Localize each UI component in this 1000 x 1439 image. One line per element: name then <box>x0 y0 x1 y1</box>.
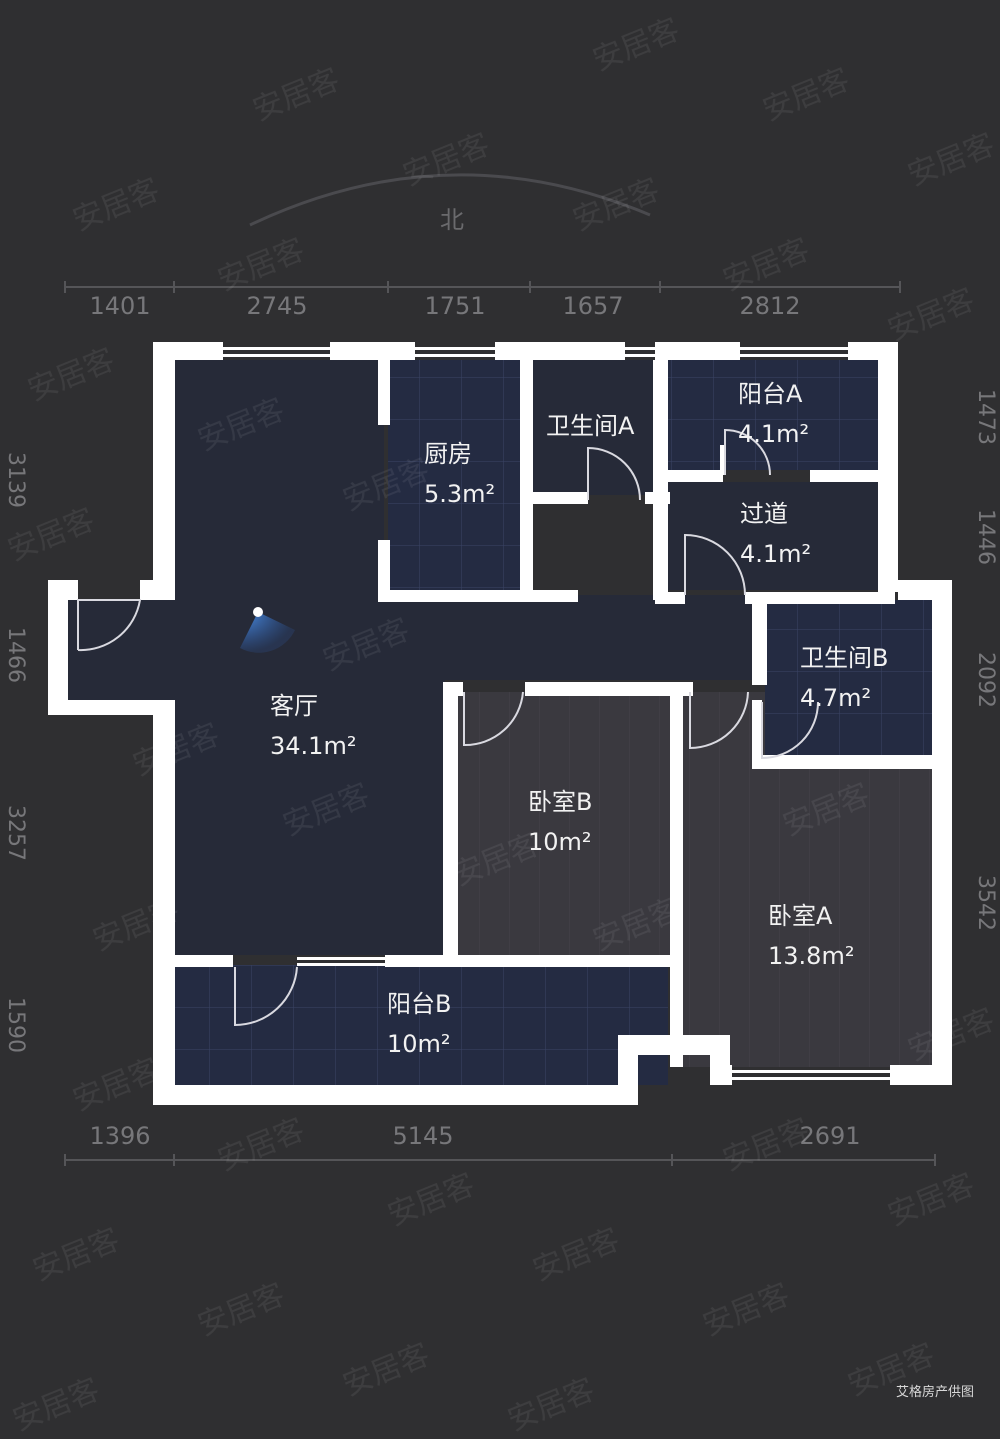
dim-left-1: 3139 <box>3 452 28 508</box>
room-corridor-area: 4.1m² <box>740 540 812 568</box>
dim-right-1: 1473 <box>973 389 998 445</box>
room-balcony-b: 阳台B 10m² <box>387 984 451 1064</box>
dim-bottom-1: 1396 <box>89 1122 151 1150</box>
compass-arc <box>249 173 651 227</box>
dim-bottom-3: 2691 <box>799 1122 861 1150</box>
room-corridor-name: 过道 <box>740 500 788 528</box>
compass-north-label: 北 <box>440 206 464 234</box>
dim-right-3: 2092 <box>973 652 998 708</box>
room-balcony-b-name: 阳台B <box>387 990 452 1018</box>
room-living-name: 客厅 <box>270 692 318 720</box>
room-bedroom-b-area: 10m² <box>528 828 592 856</box>
room-living: 客厅 34.1m² <box>270 686 356 766</box>
dimension-lines <box>64 281 936 1166</box>
room-floors <box>65 360 933 1085</box>
room-bath-b-name: 卫生间B <box>800 644 889 672</box>
room-balcony-a-area: 4.1m² <box>738 420 810 448</box>
room-balcony-a: 阳台A 4.1m² <box>738 374 809 454</box>
room-bedroom-a-area: 13.8m² <box>768 942 855 970</box>
room-corridor: 过道 4.1m² <box>740 494 811 574</box>
dim-right-2: 1446 <box>973 509 998 565</box>
dim-top-1: 1401 <box>89 292 151 320</box>
dim-right-4: 3542 <box>973 875 998 931</box>
room-bath-b: 卫生间B 4.7m² <box>800 638 888 718</box>
room-bath-b-area: 4.7m² <box>800 684 872 712</box>
dim-top-4: 1657 <box>562 292 624 320</box>
walls <box>48 342 952 1105</box>
room-bedroom-b-name: 卧室B <box>528 788 593 816</box>
room-balcony-a-name: 阳台A <box>738 380 803 408</box>
room-bedroom-a: 卧室A 13.8m² <box>768 896 854 976</box>
dim-top-5: 2812 <box>739 292 801 320</box>
dim-bottom-2: 5145 <box>392 1122 454 1150</box>
room-bedroom-b: 卧室B 10m² <box>528 782 592 862</box>
room-bath-a: 卫生间A <box>546 406 634 446</box>
doors <box>77 428 819 1027</box>
room-kitchen-name: 厨房 <box>424 440 472 468</box>
dim-left-2: 1466 <box>3 627 28 683</box>
dim-left-4: 1590 <box>3 997 28 1053</box>
room-bath-a-name: 卫生间A <box>546 412 635 440</box>
room-balcony-b-area: 10m² <box>387 1030 451 1058</box>
room-living-area: 34.1m² <box>270 732 357 760</box>
room-kitchen-area: 5.3m² <box>424 480 496 508</box>
dim-top-3: 1751 <box>424 292 486 320</box>
room-kitchen: 厨房 5.3m² <box>424 434 495 514</box>
camera-viewpoint-icon <box>240 607 295 653</box>
room-bedroom-a-name: 卧室A <box>768 902 833 930</box>
dim-top-2: 2745 <box>246 292 308 320</box>
dim-left-3: 3257 <box>3 805 28 861</box>
image-credit: 艾格房产供图 <box>895 1385 974 1400</box>
